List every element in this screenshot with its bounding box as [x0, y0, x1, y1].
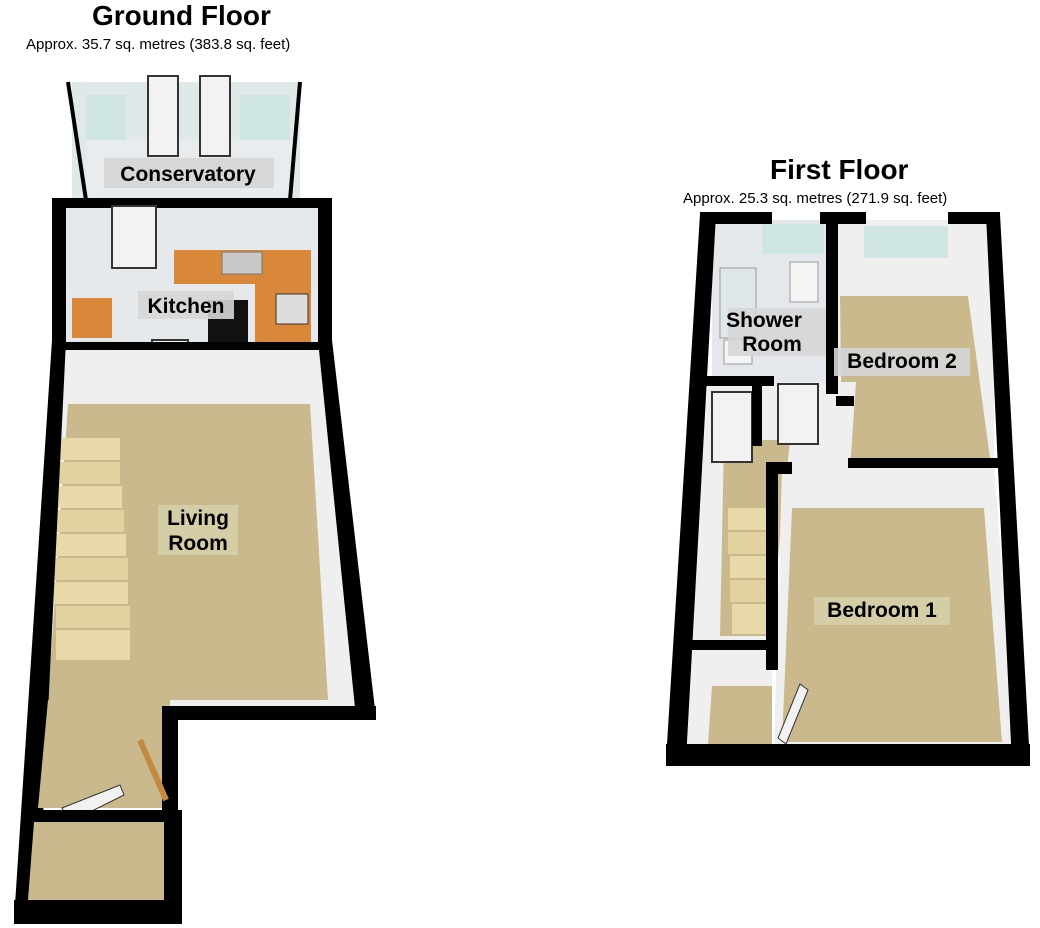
toilet-icon	[789, 261, 819, 303]
sink-icon	[221, 251, 263, 275]
first-floor-plan: Shower Room Bedroom 2 Bedroom 1	[666, 212, 1030, 766]
first-floor-walls	[666, 212, 1030, 766]
staircase	[46, 438, 130, 660]
first-floor-staircase	[728, 508, 770, 634]
landing-door	[711, 391, 753, 463]
hallway	[14, 700, 182, 924]
front-door	[137, 738, 169, 802]
french-door-left	[147, 75, 179, 157]
bedroom-1-label: Bedroom 1	[827, 599, 937, 622]
cupboard-door	[777, 683, 809, 745]
conservatory-window	[240, 95, 290, 140]
first-floor-area: Approx. 25.3 sq. metres (271.9 sq. feet)	[683, 190, 948, 207]
ground-floor-area: Approx. 35.7 sq. metres (383.8 sq. feet)	[26, 36, 291, 53]
ground-floor-title: Ground Floor	[92, 0, 271, 31]
bedroom-2-label: Bedroom 2	[847, 350, 957, 373]
conservatory-window	[86, 95, 126, 140]
hob-icon	[275, 293, 309, 325]
shower-room-label-line2: Room	[742, 333, 802, 356]
bedroom-2-window	[864, 226, 948, 258]
living-room-label-line1: Living	[167, 507, 229, 530]
kitchen-label: Kitchen	[147, 295, 224, 318]
kitchen-worktop-corner	[72, 298, 112, 338]
shower-room	[712, 220, 830, 392]
first-floor-title: First Floor	[770, 154, 909, 185]
living-room-label-line2: Room	[168, 532, 228, 555]
conservatory-label: Conservatory	[120, 163, 256, 186]
shower-room-label-line1: Shower	[726, 309, 802, 332]
kitchen-door	[111, 205, 157, 269]
french-door-right	[199, 75, 231, 157]
shower-room-window	[762, 224, 824, 254]
bedroom-2	[836, 220, 994, 460]
ground-floor-plan: Conservatory Kitchen Living Room	[14, 75, 376, 924]
shower-room-door	[777, 383, 819, 445]
